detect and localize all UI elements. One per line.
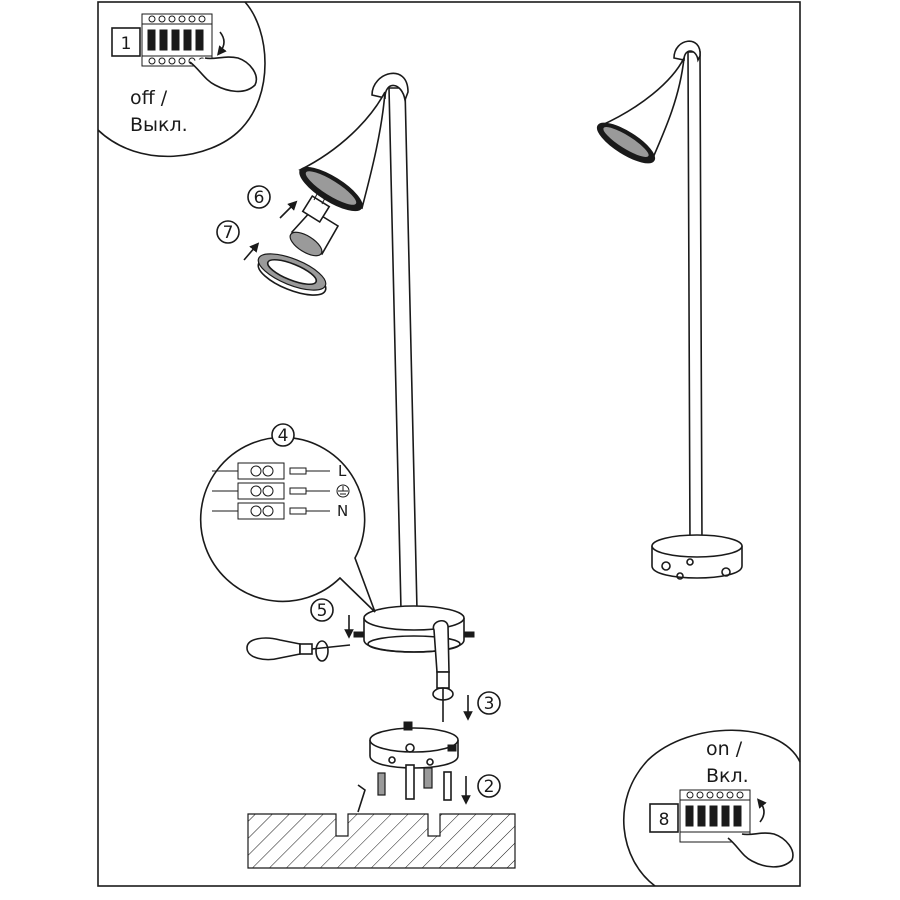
step5-number: 5 <box>317 601 328 621</box>
off-caption-en: off / <box>130 87 168 109</box>
terminal-block <box>212 462 330 520</box>
screwdriver-vertical <box>432 619 454 722</box>
step4-number: 4 <box>278 426 289 446</box>
step5-circle <box>310 598 334 622</box>
circuit-breaker-block <box>141 13 213 67</box>
step4-wiring-detail: 4 L N <box>199 423 376 613</box>
screwdriver-horizontal <box>246 637 351 662</box>
off-caption-ru: Выкл. <box>130 114 188 136</box>
step1-box <box>111 27 141 57</box>
ground-icon <box>336 484 350 498</box>
lamp-shade-opening <box>304 170 358 206</box>
detail-circle-top-left <box>97 1 266 158</box>
bollard-lamp-exploded: 6 7 5 <box>216 72 516 869</box>
step7-number: 7 <box>223 223 234 243</box>
step1-number: 1 <box>121 34 132 54</box>
step2-number: 2 <box>484 777 495 797</box>
gu10-bulb <box>289 191 340 257</box>
step1-breaker-off-detail: 1 off / Выкл. <box>97 1 266 158</box>
step7-arrow <box>243 242 260 261</box>
step4-circle <box>271 423 295 447</box>
frame-border <box>97 1 801 887</box>
detail-circle-bottom-right <box>622 729 801 887</box>
ground-surface <box>247 813 516 869</box>
step2-circle <box>477 774 501 798</box>
hand-icon <box>189 56 257 93</box>
step6-circle <box>247 185 271 209</box>
circuit-breaker-block-on <box>679 789 751 843</box>
callout-bubble <box>199 436 376 613</box>
step8-box <box>649 803 679 833</box>
toggle-up-arrow <box>757 798 767 823</box>
lamp-base <box>353 605 475 653</box>
step8-breaker-on-detail: on / Вкл. 8 <box>622 729 801 887</box>
on-caption-ru: Вкл. <box>706 765 749 787</box>
on-caption-en: on / <box>706 738 743 760</box>
bollard-lamp-assembled <box>596 40 743 580</box>
assembled-base <box>651 534 743 580</box>
wire-label-live: L <box>338 462 347 480</box>
wall-anchors <box>357 764 452 813</box>
mounting-plate <box>369 721 459 769</box>
step7-circle <box>216 220 240 244</box>
step3-circle <box>477 691 501 715</box>
step6-arrow <box>279 200 298 219</box>
hand-icon-on <box>727 832 794 868</box>
assembled-pole <box>687 51 703 546</box>
step8-number: 8 <box>659 810 670 830</box>
lens-ring <box>257 253 327 296</box>
lamp-neck-arch <box>371 72 409 104</box>
step3-number: 3 <box>484 694 495 714</box>
assembled-lens <box>602 125 650 159</box>
toggle-down-arrow <box>217 31 227 56</box>
lamp-pole <box>388 87 418 611</box>
step6-number: 6 <box>254 188 265 208</box>
wire-label-neutral: N <box>337 502 348 520</box>
assembled-neck-arch <box>673 40 701 63</box>
